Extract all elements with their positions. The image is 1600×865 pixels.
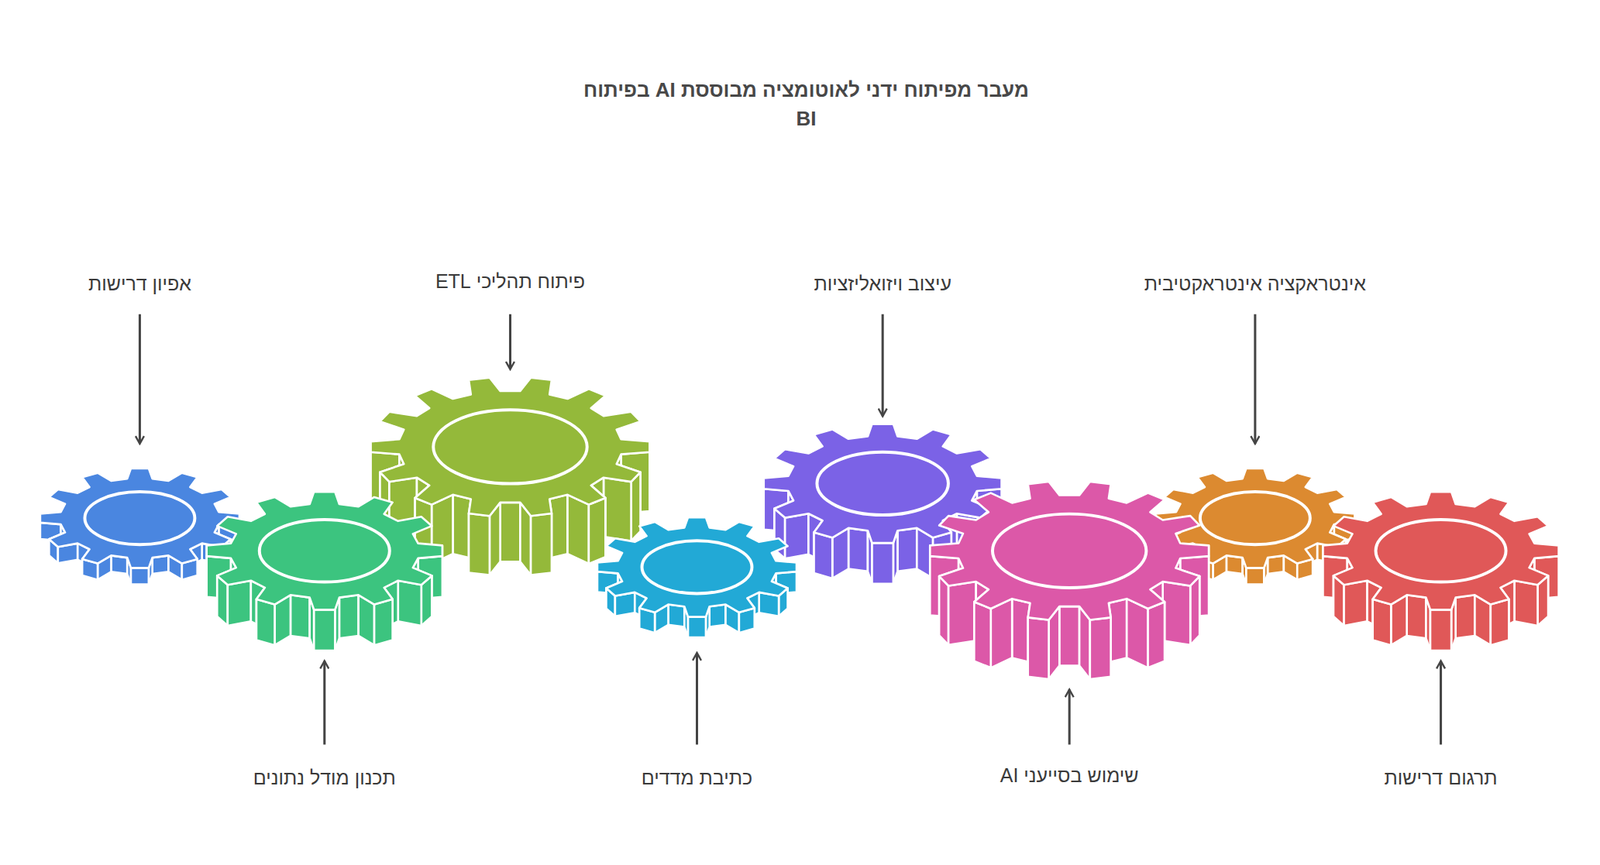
gear-side bbox=[398, 581, 422, 627]
gear-side bbox=[667, 605, 685, 628]
gear-side bbox=[1163, 581, 1191, 646]
gear-side bbox=[603, 478, 632, 542]
gear-side bbox=[374, 599, 393, 646]
gear-side bbox=[130, 567, 149, 585]
gear bbox=[1322, 492, 1559, 651]
gear-side bbox=[500, 502, 521, 562]
step-label: פיתוח תהליכי ETL bbox=[435, 270, 585, 293]
gear-side bbox=[1190, 576, 1200, 646]
leader-arrow bbox=[1253, 314, 1256, 444]
gear-side bbox=[1372, 599, 1392, 646]
gear-side bbox=[530, 513, 552, 576]
gear-side bbox=[1490, 599, 1510, 646]
gear-hole bbox=[1200, 492, 1311, 545]
gear-side bbox=[990, 598, 1012, 668]
gear-hole bbox=[992, 514, 1146, 589]
gear-side bbox=[588, 498, 606, 565]
leader-arrow bbox=[1439, 661, 1442, 746]
gear-side bbox=[688, 617, 706, 638]
gear-hole bbox=[642, 540, 753, 594]
gear-hole bbox=[433, 409, 587, 484]
gear-side bbox=[1407, 595, 1427, 639]
gear-side bbox=[256, 599, 276, 646]
leader-arrow bbox=[323, 661, 326, 746]
gear-face bbox=[1322, 492, 1559, 610]
gear-face bbox=[929, 481, 1209, 621]
gear-side bbox=[227, 581, 252, 627]
gear bbox=[597, 517, 797, 638]
gear-hole bbox=[259, 519, 390, 583]
gear-face bbox=[371, 378, 651, 517]
gear-side bbox=[1514, 581, 1539, 627]
step-label: שימוש בסייעני AI bbox=[1000, 763, 1139, 787]
gear-side bbox=[871, 543, 893, 585]
gear bbox=[206, 492, 443, 651]
gear-side bbox=[339, 595, 359, 639]
gear-side bbox=[814, 532, 833, 579]
gear-side bbox=[313, 609, 335, 651]
gear-side bbox=[567, 495, 589, 565]
gear-side bbox=[631, 472, 641, 542]
gear-side bbox=[973, 602, 991, 668]
diagram-title: מעבר מפיתוח ידני לאוטומציה מבוססת AI בפי… bbox=[573, 75, 1039, 133]
gear-side bbox=[948, 581, 977, 646]
gear-hole bbox=[84, 492, 195, 545]
step-label: תכנון מודל נתונים bbox=[253, 766, 396, 789]
leader-arrow bbox=[509, 314, 512, 370]
leader-arrow bbox=[881, 314, 885, 417]
gear-side bbox=[897, 528, 917, 572]
step-label: אפיון דרישות bbox=[88, 272, 192, 296]
gear-hole bbox=[1376, 519, 1507, 583]
leader-arrow bbox=[138, 314, 142, 444]
step-label: תרגום דרישות bbox=[1384, 766, 1498, 789]
gear-hole bbox=[816, 452, 948, 516]
gear-side bbox=[1028, 617, 1050, 680]
leader-arrow bbox=[1068, 689, 1071, 745]
gear-side bbox=[939, 576, 949, 646]
gear-side bbox=[1148, 602, 1165, 668]
gear-side bbox=[1245, 567, 1264, 585]
leader-arrow bbox=[695, 653, 699, 746]
gear-side bbox=[290, 595, 310, 639]
step-label: כתיבת מדדים bbox=[641, 766, 753, 789]
gear-side bbox=[848, 528, 868, 572]
gear-side bbox=[784, 513, 809, 559]
step-label: אינטראקציה אינטראקטיבית bbox=[1144, 272, 1367, 296]
gear-face bbox=[206, 492, 443, 610]
step-label: עיצוב ויזואליזציות bbox=[813, 272, 952, 296]
gear-face bbox=[597, 517, 797, 618]
gear-side bbox=[1126, 598, 1148, 668]
gear bbox=[929, 481, 1209, 680]
gear-side bbox=[1059, 606, 1080, 666]
gear-side bbox=[709, 605, 727, 628]
gear-side bbox=[468, 513, 490, 576]
gear-side bbox=[1090, 617, 1112, 680]
gear-side bbox=[1430, 609, 1452, 651]
gear-side bbox=[1344, 581, 1368, 627]
gear-side bbox=[1455, 595, 1476, 639]
